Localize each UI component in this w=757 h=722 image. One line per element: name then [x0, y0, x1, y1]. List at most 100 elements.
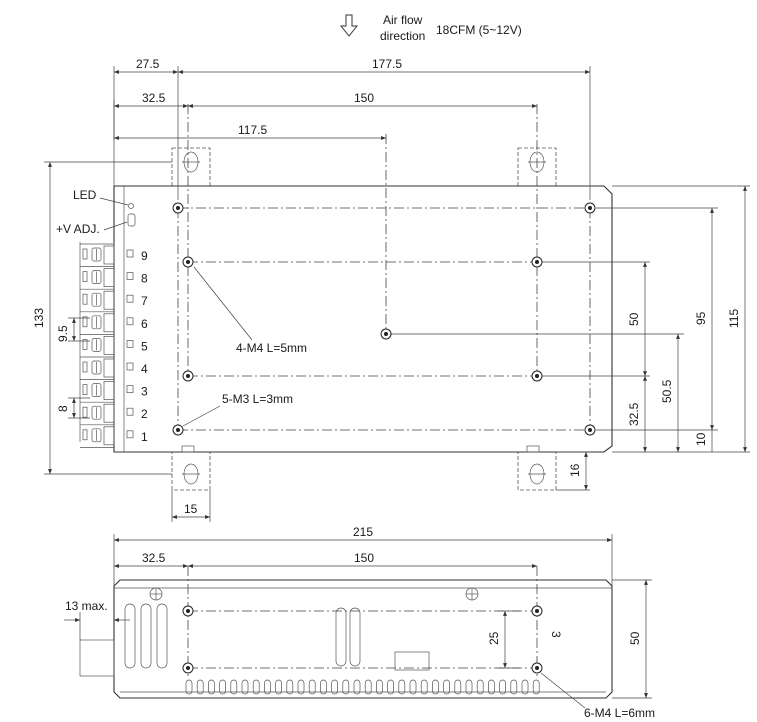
dim-177-5: 177.5	[372, 57, 402, 71]
fin	[219, 679, 226, 695]
terminal: 4	[80, 356, 148, 378]
terminal: 7	[80, 288, 148, 310]
m3-3mm-label: 5-M3 L=3mm	[222, 392, 293, 406]
fin	[264, 679, 271, 695]
fin	[241, 679, 249, 695]
fin	[454, 679, 462, 695]
fin	[353, 679, 361, 695]
terminal-number: 8	[141, 272, 148, 286]
mounting-ears	[171, 147, 557, 491]
fin	[465, 679, 473, 695]
terminal: 2	[80, 401, 148, 423]
led-label: LED	[73, 188, 97, 202]
fin	[286, 679, 294, 695]
fin	[342, 679, 350, 695]
ground-screw-icon	[465, 587, 479, 601]
cooling-fins	[185, 679, 540, 695]
fin	[230, 679, 238, 695]
dim-9-5: 9.5	[56, 325, 70, 342]
fin	[364, 679, 372, 695]
dim-13-max: 13 max.	[65, 599, 108, 613]
fin	[409, 679, 417, 695]
terminal-number: 3	[141, 385, 148, 399]
dim-50-bottom: 50	[628, 631, 642, 645]
terminal: 1	[80, 424, 148, 446]
ground-screw-icon	[149, 587, 163, 601]
terminal-block: 9 8 7 6 5 4 3 2 1	[79, 242, 148, 448]
fin	[510, 679, 518, 695]
dim-117-5: 117.5	[238, 123, 267, 137]
dim-15: 15	[184, 502, 198, 516]
fin	[499, 679, 506, 695]
dim-50-top: 50	[627, 312, 641, 326]
vent-slots	[124, 603, 361, 669]
top-view: LED +V ADJ. 9 8 7 6 5 4 3 2 1 4-M4 L=5mm 5-M3 L=…	[56, 104, 613, 491]
dim-133: 133	[32, 308, 46, 328]
vadj-label: +V ADJ.	[56, 222, 100, 236]
terminal: 5	[80, 334, 148, 355]
side-label-plate	[394, 651, 430, 671]
fin	[252, 679, 260, 695]
fin	[443, 679, 450, 695]
dim-25: 25	[487, 631, 501, 645]
mounting-holes	[172, 202, 596, 436]
fin	[420, 679, 428, 695]
fin	[208, 679, 215, 695]
terminal: 6	[80, 311, 148, 333]
airflow-label-line2: direction	[380, 29, 425, 43]
centerlines	[177, 104, 591, 431]
fin	[196, 679, 204, 695]
fin	[432, 679, 439, 695]
terminal-number: 2	[141, 407, 148, 421]
mounting-ear	[171, 147, 211, 187]
airflow-rate: 18CFM (5~12V)	[436, 23, 522, 37]
fin	[297, 679, 305, 695]
airflow-indicator: Air flow direction 18CFM (5~12V)	[339, 13, 522, 43]
fin	[488, 679, 495, 695]
terminal: 9	[80, 243, 148, 265]
terminal-cover	[79, 639, 115, 677]
dim-16: 16	[568, 463, 582, 477]
airflow-label-line1: Air flow	[383, 13, 423, 27]
dim-150-top: 150	[354, 91, 374, 105]
side-case-outline	[113, 579, 613, 699]
dim-95: 95	[694, 311, 708, 325]
led-icon	[128, 203, 134, 209]
fin	[398, 679, 406, 695]
case-outline	[113, 185, 613, 453]
fin	[275, 679, 282, 695]
terminal-number: 7	[141, 294, 148, 308]
fin	[320, 679, 327, 695]
fin	[387, 679, 394, 695]
fin	[476, 679, 484, 695]
side-mark: 3	[549, 631, 563, 638]
airflow-arrow-icon	[339, 14, 359, 37]
fin	[521, 679, 529, 695]
dim-32-5-top: 32.5	[142, 91, 166, 105]
terminal: 3	[80, 379, 148, 400]
fin	[331, 679, 338, 695]
terminal-number: 1	[141, 430, 148, 444]
dim-50-5: 50.5	[660, 379, 674, 403]
fin	[376, 679, 383, 695]
dim-215: 215	[353, 525, 373, 539]
m4-5mm-label: 4-M4 L=5mm	[236, 341, 307, 355]
dim-8: 8	[56, 405, 70, 412]
terminal-number: 9	[141, 249, 148, 263]
dim-10: 10	[694, 432, 708, 446]
terminal-number: 5	[141, 339, 148, 353]
top-dimensions: 27.5 177.5 32.5 150 117.5 133 115 95 10 …	[32, 57, 750, 522]
dim-32-5-bottom: 32.5	[142, 551, 166, 565]
dim-27-5: 27.5	[136, 57, 160, 71]
side-view: 3 6-M4 L=6mm	[79, 566, 655, 720]
vadj-potentiometer-icon	[127, 213, 136, 227]
side-dimensions: 215 32.5 150 13 max. 25 50	[64, 525, 652, 699]
m4-6mm-label: 6-M4 L=6mm	[584, 706, 655, 720]
dim-150-bottom: 150	[354, 551, 374, 565]
dim-115: 115	[727, 309, 741, 328]
fin	[532, 679, 540, 695]
terminal-number: 6	[141, 317, 148, 331]
fin	[308, 679, 316, 695]
dim-32-5-side: 32.5	[627, 402, 641, 426]
